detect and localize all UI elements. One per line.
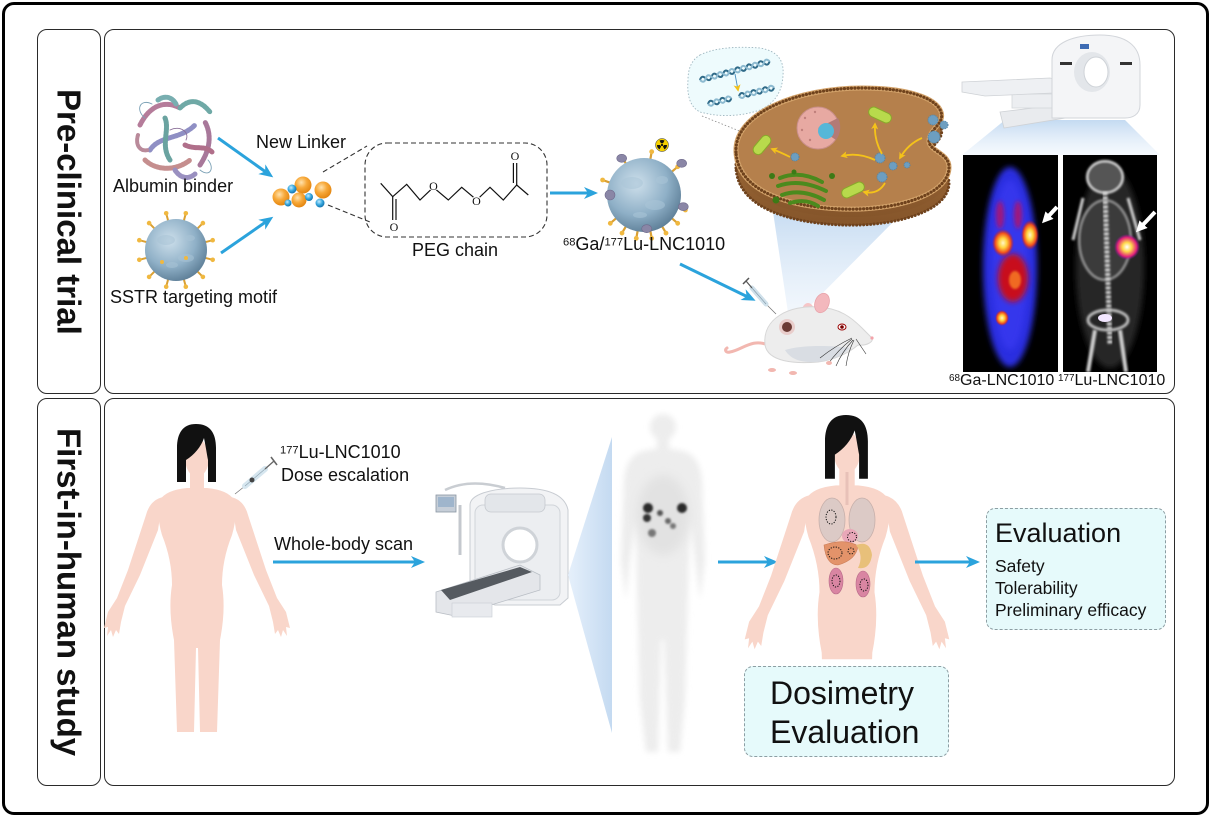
lnc1010-compound-icon — [600, 149, 689, 241]
preclinical-section-title: Pre-clinical trial — [50, 88, 88, 335]
zoom-line-top — [322, 145, 368, 173]
injection-syringe-icon — [234, 456, 278, 495]
pet-ct-scanner-icon — [961, 34, 1141, 129]
first-in-human-label-panel: First-in-human study — [37, 398, 101, 786]
tracer-name: Lu-LNC1010 — [298, 441, 401, 462]
evaluation-box: Evaluation Safety Tolerability Prelimina… — [986, 508, 1166, 630]
preclinical-label-panel: Pre-clinical trial — [37, 29, 101, 394]
zoom-line-bottom — [327, 204, 371, 223]
dna-icon — [687, 46, 784, 133]
mouse-icon — [724, 292, 874, 375]
syringe-icon — [742, 277, 777, 315]
cell-diagram-icon — [736, 88, 949, 227]
oxygen-atom-label: O — [511, 149, 520, 163]
isotope-lu177: 177 — [604, 236, 624, 249]
golgi-icon — [769, 169, 835, 208]
new-linker-label: New Linker — [256, 131, 347, 152]
drug-particle-icon — [790, 114, 949, 183]
sstr-sphere-icon — [137, 211, 215, 290]
sstr-motif-label: SSTR targeting motif — [110, 286, 278, 307]
evaluation-title: Evaluation — [995, 517, 1122, 548]
whole-body-scan-image — [621, 414, 705, 752]
tracer-name: Ga-LNC1010 — [960, 372, 1055, 390]
preclinical-main-panel — [104, 29, 1175, 394]
compound-part-lu: Lu-LNC1010 — [623, 233, 726, 254]
isotope: 68 — [949, 373, 961, 385]
scanner-cone — [962, 120, 1160, 155]
isotope: 177 — [280, 444, 299, 457]
evaluation-item: Safety — [995, 556, 1045, 576]
arrow-albumin-to-linker — [217, 136, 274, 178]
radiation-icon — [655, 138, 669, 152]
oxygen-atom-label: O — [390, 220, 399, 234]
dose-escalation-label: Dose escalation — [281, 464, 410, 485]
oxygen-atom-label: O — [429, 179, 438, 193]
isotope: 177 — [1058, 373, 1075, 385]
pet-image-lu177 — [1063, 155, 1157, 372]
dosimetry-evaluation-box: Dosimetry Evaluation — [744, 666, 949, 757]
evaluation-item: Tolerability — [995, 578, 1078, 598]
first-in-human-main-panel — [104, 398, 1175, 786]
albumin-binder-icon — [135, 94, 215, 180]
pet-image-label-lu177: 177Lu-LNC1010 — [1058, 373, 1165, 389]
organ-diagram-icon — [744, 415, 950, 660]
dose-tracer-label: 177Lu-LNC1010 — [280, 443, 401, 461]
magnification-cone — [772, 205, 905, 326]
arrow-compound-to-mouse — [679, 262, 756, 301]
oxygen-atom-label: O — [472, 194, 481, 208]
albumin-binder-label: Albumin binder — [113, 175, 234, 196]
compound-part-ga: Ga/ — [575, 233, 605, 254]
peg-chain-label: PEG chain — [412, 239, 499, 260]
tracer-name: Lu-LNC1010 — [1074, 372, 1166, 390]
whole-body-scan-label: Whole-body scan — [274, 533, 414, 554]
peg-formula: O O O O — [380, 149, 529, 234]
pet-image-label-ga68: 68Ga-LNC1010 — [949, 373, 1054, 389]
scan-projection-wedge — [568, 437, 612, 733]
isotope-ga68: 68 — [563, 236, 576, 249]
dosimetry-line-1: Dosimetry — [770, 675, 915, 712]
uptake-arrows — [770, 122, 923, 197]
peg-chain-box — [364, 142, 548, 238]
linker-icon — [272, 176, 332, 208]
nucleus-icon — [796, 106, 841, 150]
dosimetry-line-2: Evaluation — [770, 714, 920, 751]
pet-image-ga68 — [963, 155, 1058, 372]
spect-ct-scanner-icon — [435, 482, 569, 618]
evaluation-item: Preliminary efficacy — [995, 600, 1147, 620]
mitochondria-icon — [752, 106, 892, 199]
compound-label: 68Ga/177Lu-LNC1010 — [563, 235, 725, 253]
arrow-sstr-to-linker — [220, 216, 274, 255]
first-in-human-section-title: First-in-human study — [50, 427, 88, 757]
